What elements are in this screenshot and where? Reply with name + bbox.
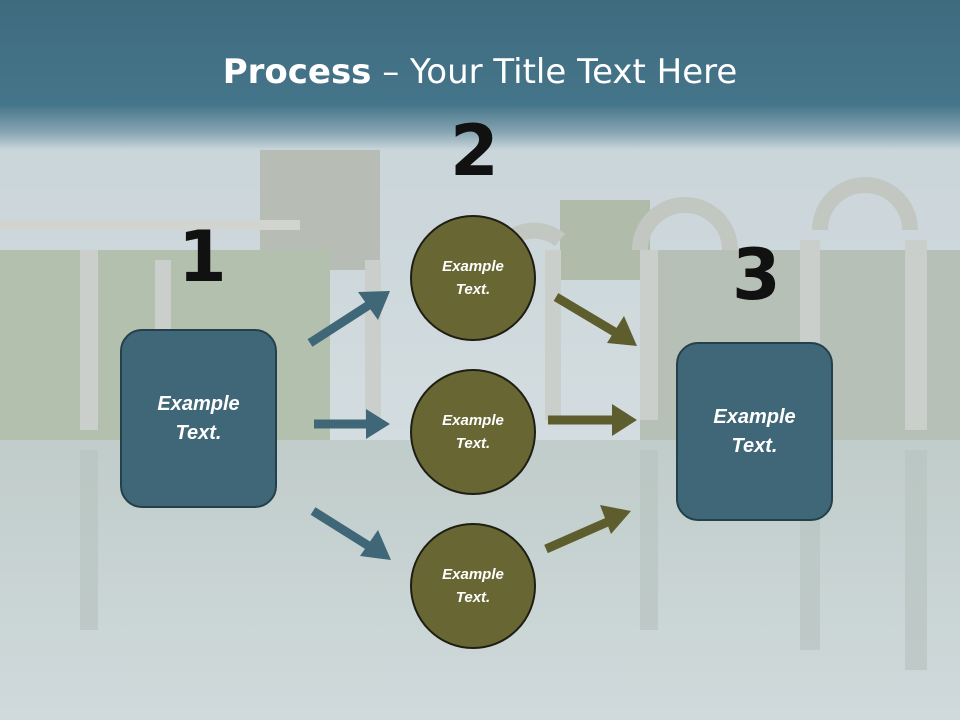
step-3-box: Example Text. — [676, 342, 833, 521]
arrow-right-down — [553, 293, 637, 346]
step-number-1: 1 — [178, 216, 227, 298]
title-bold: Process — [222, 52, 372, 92]
circle-bottom: Example Text. — [410, 523, 536, 649]
circle-top: Example Text. — [410, 215, 536, 341]
title-bar — [0, 0, 960, 150]
circle-middle: Example Text. — [410, 369, 536, 495]
arrow-right-middle — [548, 404, 637, 436]
step-1-box: Example Text. — [120, 329, 277, 508]
arrow-left-down — [310, 507, 391, 560]
step-number-3: 3 — [732, 234, 781, 316]
arrow-right-up — [544, 505, 631, 554]
arrow-left-middle — [314, 409, 390, 439]
step-number-2: 2 — [450, 110, 499, 192]
arrow-left-up — [307, 291, 390, 347]
page-title: Process – Your Title Text Here — [0, 52, 960, 92]
title-rest: – Your Title Text Here — [371, 52, 738, 92]
